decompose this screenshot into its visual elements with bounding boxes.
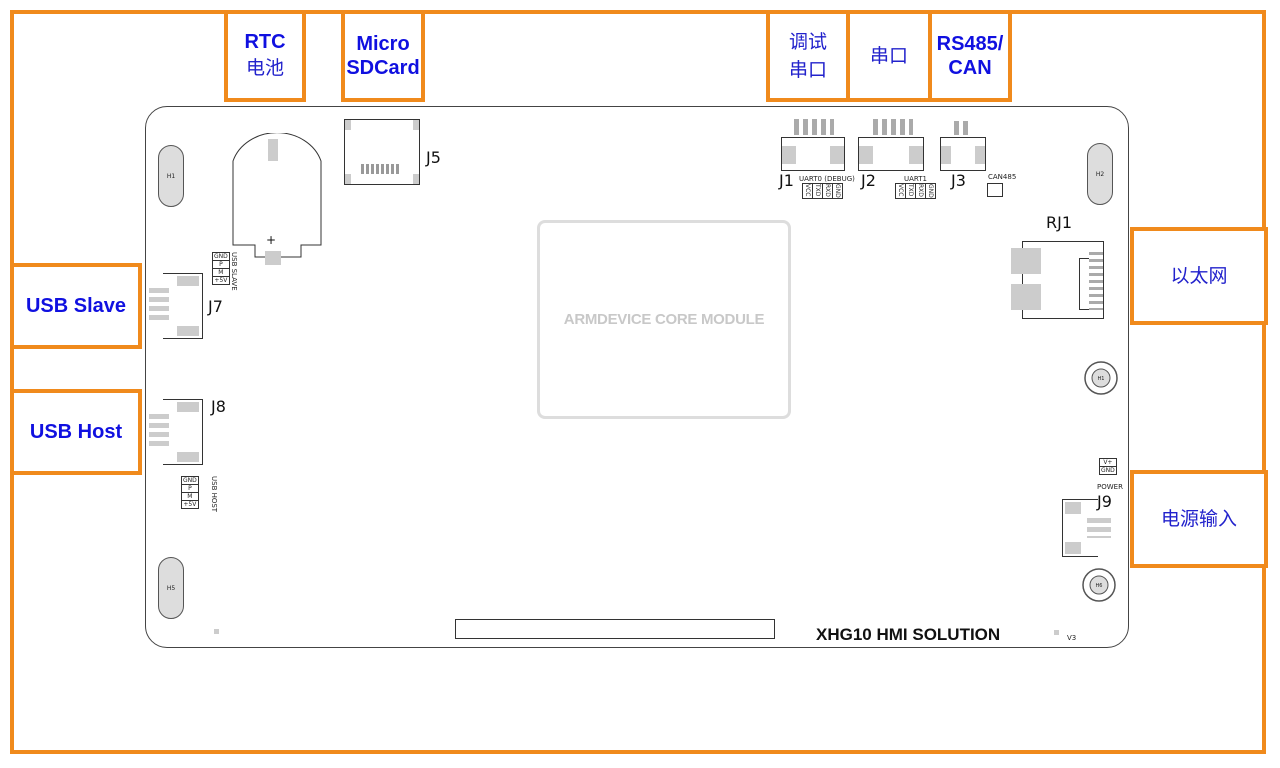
connector-j2 <box>858 137 924 171</box>
usb-slave-silk: USB SLAVE <box>230 252 238 291</box>
connector-label-rj1: RJ1 <box>1046 213 1073 232</box>
callout-power-input: 电源输入 <box>1130 470 1268 568</box>
connector-j1 <box>781 137 845 171</box>
callout-rtc-battery: RTC 电池 <box>224 10 306 102</box>
connector-j2-pins <box>873 119 913 135</box>
core-module: ARMDEVICE CORE MODULE <box>537 220 791 419</box>
product-name: XHG10 HMI SOLUTION <box>816 625 1001 644</box>
round-hole-label: H1 <box>1098 376 1105 382</box>
core-module-label: ARMDEVICE CORE MODULE <box>563 311 765 328</box>
connector-j3-pins <box>954 121 972 135</box>
lcd-connector-strip <box>455 619 775 639</box>
connector-label-j7: J7 <box>208 297 223 316</box>
mounting-hole-label: H2 <box>1095 170 1105 178</box>
battery-plus-mark: + <box>266 233 276 247</box>
callout-debug-serial: 调试 串口 <box>766 10 850 102</box>
pin-label: GND <box>1099 466 1117 475</box>
rtc-battery-holder: + <box>232 133 322 265</box>
callout-debug-line1: 调试 <box>788 31 827 53</box>
callout-usb-slave-label: USB Slave <box>25 295 127 317</box>
usb-host-connector <box>149 399 203 465</box>
callout-ethernet-label: 以太网 <box>1170 265 1228 287</box>
connector-label-j8: J8 <box>211 397 226 416</box>
power-connector <box>1062 499 1111 557</box>
mounting-hole-h5: H5 <box>158 557 184 619</box>
callout-sd-line1: Micro <box>356 33 410 55</box>
callout-serial: 串口 <box>846 10 932 102</box>
pin-label: +5V <box>181 500 199 509</box>
connector-j3 <box>940 137 986 171</box>
pcb-board: H1 H2 H5 H1 H6 + J5 J1 UART0 (DEBUG) VCC… <box>145 106 1129 648</box>
uart1-label: UART1 <box>904 175 927 183</box>
callout-rs485-can: RS485/ CAN <box>928 10 1012 102</box>
callout-usb-host-label: USB Host <box>29 421 123 443</box>
micro-sd-slot <box>344 119 420 185</box>
connector-label-j5: J5 <box>426 148 441 167</box>
callout-usb-host: USB Host <box>10 389 142 475</box>
pin-label: GND <box>925 183 936 199</box>
mounting-hole-label: H1 <box>166 172 176 180</box>
uart0-label: UART0 (DEBUG) <box>799 175 855 183</box>
callout-rs485-line1: RS485/ <box>936 33 1004 55</box>
can485-pin-box <box>987 183 1003 197</box>
can485-label: CAN485 <box>988 173 1017 181</box>
connector-label-j1: J1 <box>779 171 794 190</box>
connector-label-j9: J9 <box>1097 492 1112 511</box>
version-label: V3 <box>1067 634 1077 642</box>
callout-power-label: 电源输入 <box>1160 508 1237 530</box>
pin-label: GND <box>832 183 843 199</box>
silk-dot <box>214 629 219 634</box>
callout-ethernet: 以太网 <box>1130 227 1268 325</box>
round-hole-h1: H1 <box>1084 361 1118 395</box>
callout-micro-sd: Micro SDCard <box>341 10 425 102</box>
round-hole-label: H6 <box>1096 583 1103 589</box>
callout-sd-line2: SDCard <box>346 57 420 79</box>
callout-usb-slave: USB Slave <box>10 263 142 349</box>
callout-rs485-line2: CAN <box>948 57 992 79</box>
power-silk: POWER <box>1097 483 1123 491</box>
usb-slave-connector <box>149 273 203 339</box>
callout-rtc-line2: 电池 <box>245 57 284 79</box>
pin-label: +5V <box>212 276 230 285</box>
outer-frame <box>10 10 1266 754</box>
callout-debug-line2: 串口 <box>788 59 827 81</box>
mounting-hole-h2: H2 <box>1087 143 1113 205</box>
connector-label-j3: J3 <box>951 171 966 190</box>
connector-label-j2: J2 <box>861 171 876 190</box>
mounting-hole-h1: H1 <box>158 145 184 207</box>
callout-rtc-line1: RTC <box>244 31 286 53</box>
usb-host-silk: USB HOST <box>210 476 218 513</box>
mounting-hole-label: H5 <box>166 584 176 592</box>
silk-dot <box>1054 630 1059 635</box>
round-hole-h6: H6 <box>1082 568 1116 602</box>
connector-j1-pins <box>794 119 834 135</box>
ethernet-jack <box>1011 241 1104 319</box>
callout-serial-line1: 串口 <box>869 45 908 67</box>
power-pin-labels: V+GND <box>1099 458 1117 475</box>
